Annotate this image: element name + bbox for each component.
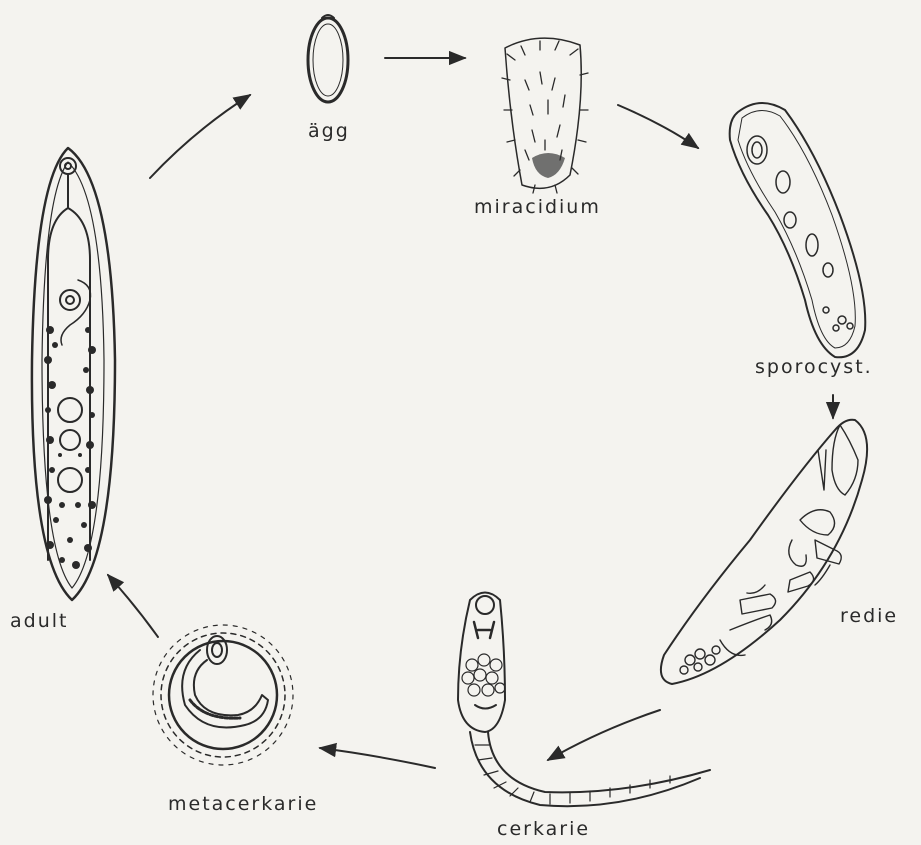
arrow-metacercaria-to-adult xyxy=(108,575,158,637)
egg-drawing xyxy=(308,15,348,102)
label-adult: adult xyxy=(10,610,68,632)
miracidium-drawing xyxy=(502,38,588,193)
cercaria-drawing xyxy=(458,593,710,807)
label-metacercaria: metacerkarie xyxy=(168,793,318,815)
label-egg: ägg xyxy=(308,120,350,142)
label-cercaria: cerkarie xyxy=(497,818,590,840)
metacercaria-drawing xyxy=(153,625,293,765)
arrow-adult-to-egg xyxy=(150,95,250,178)
arrow-cercaria-to-metacercaria xyxy=(320,748,435,768)
arrow-redia-to-cercaria xyxy=(548,710,660,760)
cycle-arrows xyxy=(108,58,833,768)
label-sporocyst: sporocyst. xyxy=(755,356,873,378)
arrow-miracidium-to-sporocyst xyxy=(618,105,698,148)
sporocyst-drawing xyxy=(730,103,866,357)
adult-drawing xyxy=(32,148,115,600)
redia-drawing xyxy=(661,420,867,684)
label-miracidium: miracidium xyxy=(474,196,601,218)
label-redia: redie xyxy=(840,605,898,627)
